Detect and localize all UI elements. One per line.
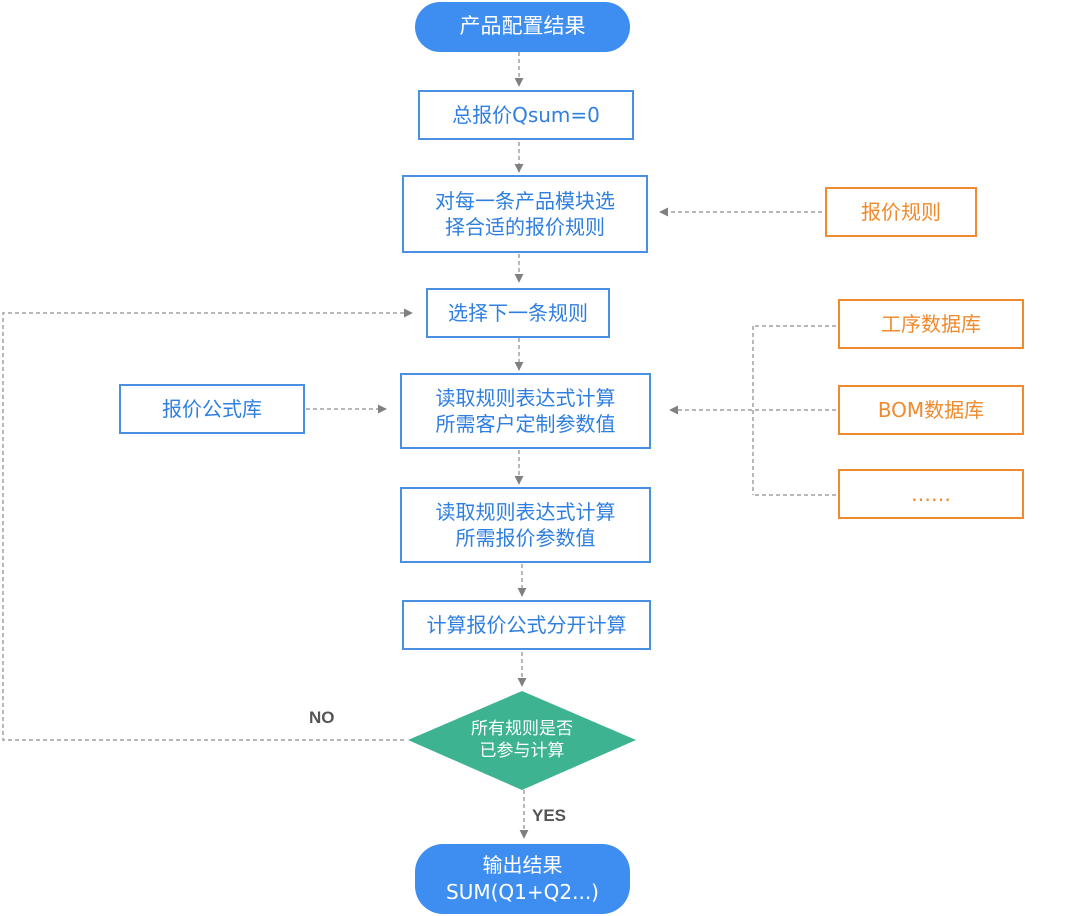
next-rule-node: 选择下一条规则 [426,288,610,338]
yes-label: YES [532,806,567,825]
start-node-label: 产品配置结果 [459,14,586,39]
compute-label: 计算报价公式分开计算 [426,613,627,637]
decision-node: 所有规则是否 已参与计算 [440,712,604,768]
decision-label-line2: 已参与计算 [479,741,565,761]
read-quote-label-line1: 读取规则表达式计算 [435,500,616,524]
arrow-no-loop [2,308,413,741]
total-init-label: 总报价Qsum=0 [452,103,600,127]
quote-rules-label: 报价规则 [861,200,941,224]
more-db-node: …… [838,469,1024,519]
bom-db-node: BOM数据库 [838,385,1024,435]
select-rule-node: 对每一条产品模块选 择合适的报价规则 [402,175,648,253]
bom-db-label: BOM数据库 [877,398,985,422]
formula-lib-label: 报价公式库 [162,397,262,421]
read-custom-label-line1: 读取规则表达式计算 [435,386,616,410]
end-label-line2: SUM(Q1+Q2...) [446,880,599,904]
select-rule-label-line2: 择合适的报价规则 [445,215,605,239]
select-rule-label-line1: 对每一条产品模块选 [435,189,615,213]
read-quote-node: 读取规则表达式计算 所需报价参数值 [400,487,651,563]
decision-diamond [408,691,636,790]
process-db-label: 工序数据库 [881,312,981,336]
total-init-node: 总报价Qsum=0 [418,90,634,140]
compute-node: 计算报价公式分开计算 [402,600,651,650]
read-custom-label-line2: 所需客户定制参数值 [435,412,616,436]
start-node: 产品配置结果 [415,2,630,52]
next-rule-label: 选择下一条规则 [448,301,588,325]
no-label: NO [309,708,335,727]
more-db-label: …… [911,482,951,506]
end-node: 输出结果 SUM(Q1+Q2...) [415,844,630,914]
read-custom-node: 读取规则表达式计算 所需客户定制参数值 [400,373,651,449]
decision-label-line1: 所有规则是否 [471,718,573,739]
end-label-line1: 输出结果 [482,853,563,877]
process-db-node: 工序数据库 [838,299,1024,349]
quote-rules-node: 报价规则 [825,187,977,237]
read-quote-label-line2: 所需报价参数值 [455,526,596,550]
formula-lib-node: 报价公式库 [119,384,305,434]
